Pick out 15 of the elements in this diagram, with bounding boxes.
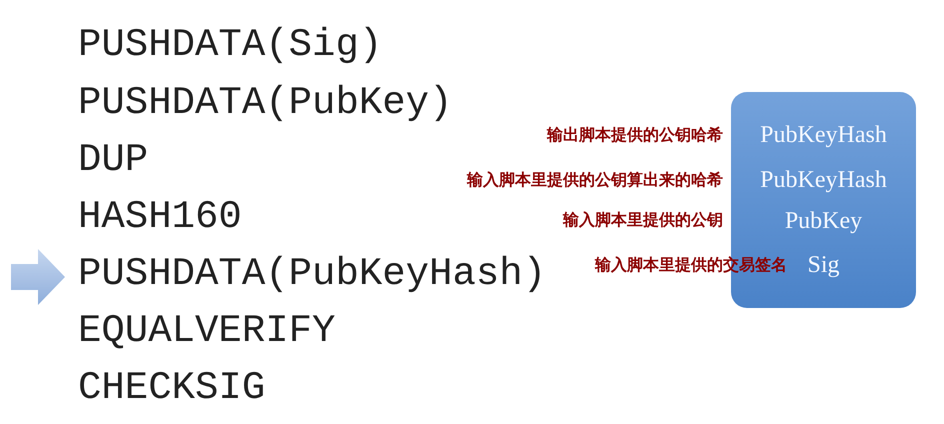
annotation-text: 输入脚本里提供的公钥算出来的哈希 bbox=[467, 170, 723, 190]
stack-item: PubKeyHash bbox=[760, 166, 887, 195]
opcode-text: CHECKSIG bbox=[78, 366, 266, 410]
stack-item: PubKey bbox=[784, 207, 862, 236]
opcode-text: PUSHDATA(PubKeyHash) bbox=[78, 252, 546, 296]
annotation-text: 输入脚本里提供的交易签名 bbox=[595, 255, 787, 275]
stack-item: Sig bbox=[807, 251, 840, 280]
stack-item: PubKeyHash bbox=[760, 121, 887, 150]
annotation-text: 输入脚本里提供的公钥 bbox=[563, 210, 723, 230]
opcode-text: EQUALVERIFY bbox=[78, 309, 336, 353]
opcode-text: PUSHDATA(Sig) bbox=[78, 23, 382, 67]
opcode-text: PUSHDATA(PubKey) bbox=[78, 81, 452, 125]
annotation-text: 输出脚本提供的公钥哈希 bbox=[547, 125, 723, 145]
opcode-text: HASH160 bbox=[78, 195, 242, 239]
opcode-text: DUP bbox=[78, 138, 148, 182]
